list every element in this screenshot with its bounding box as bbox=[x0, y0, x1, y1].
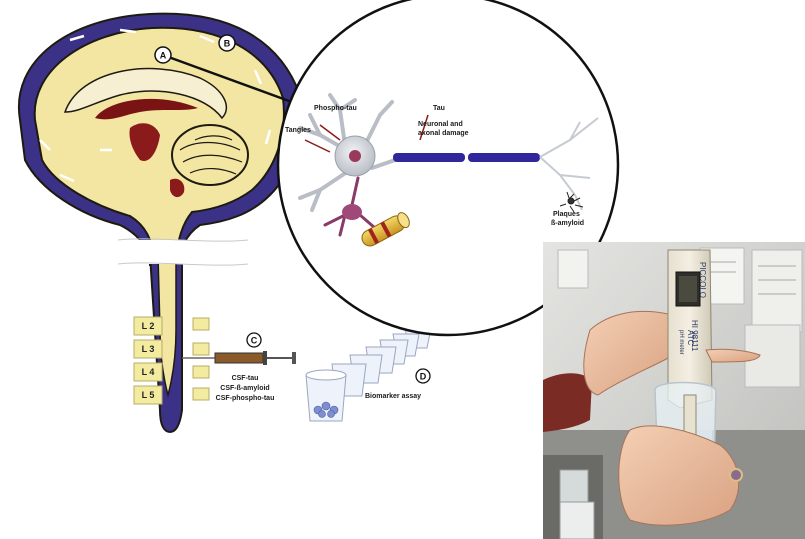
axonal-damage-label: axonal damage bbox=[418, 130, 469, 137]
ph-meter-photo: HI 98111 PICCOLO ATC pH meter bbox=[543, 242, 805, 539]
tangles-label: Tangles bbox=[285, 127, 311, 134]
vertebra-label: L 3 bbox=[142, 344, 155, 354]
amyloid-label: ß-amyloid bbox=[551, 220, 584, 227]
csf-amyloid-label: CSF-ß-amyloid bbox=[220, 385, 269, 392]
marker-d-text: D bbox=[420, 372, 427, 382]
cerebellum bbox=[172, 125, 248, 185]
meter-atc-text: ATC bbox=[686, 330, 695, 346]
csf-tau-label: CSF-tau bbox=[232, 375, 259, 382]
neuron-nucleus bbox=[349, 150, 361, 162]
csf-phospho-tau-label: CSF-phospho-tau bbox=[216, 395, 275, 402]
plaques-label: Plaques bbox=[553, 211, 580, 218]
phospho-tau-label: Phospho-tau bbox=[314, 105, 357, 112]
vertebra-label: L 2 bbox=[142, 321, 155, 331]
meter-brand-text: PICCOLO bbox=[698, 262, 707, 298]
vertebra-label: L 4 bbox=[142, 367, 155, 377]
section-break bbox=[118, 240, 248, 264]
marker-b-text: B bbox=[224, 39, 231, 49]
marker-c-text: C bbox=[251, 336, 258, 346]
tau-label: Tau bbox=[433, 105, 445, 112]
axon-segment bbox=[393, 153, 465, 162]
vertebra-label: L 5 bbox=[142, 390, 155, 400]
damaged-neuron-body bbox=[342, 204, 362, 220]
biomarker-assay-plates bbox=[306, 328, 431, 421]
meter-unit-text: pH meter bbox=[678, 330, 684, 355]
axon-segment bbox=[468, 153, 540, 162]
marker-a-text: A bbox=[160, 51, 167, 61]
biomarker-assay-label: Biomarker assay bbox=[365, 393, 421, 400]
neuronal-damage-label: Neuronal and bbox=[418, 121, 463, 128]
